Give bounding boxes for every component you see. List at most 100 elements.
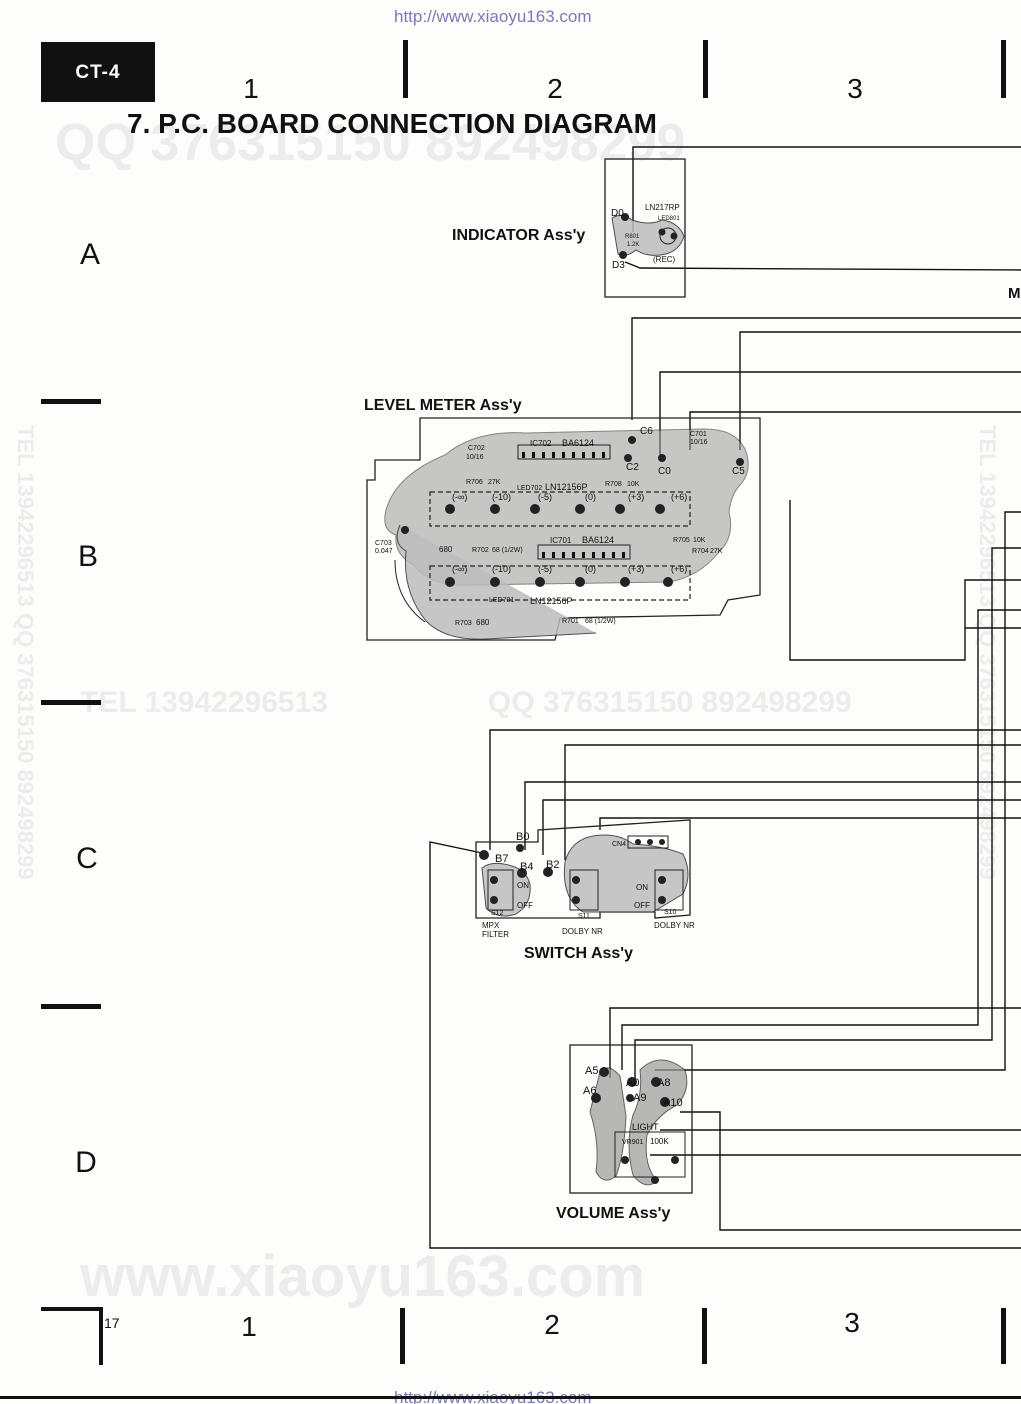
level-meter-scale-minus-inf-lower: (-∞) — [452, 564, 467, 574]
watermark-site: www.xiaoyu163.com — [79, 1244, 645, 1309]
level-meter-r704-value: 27K — [710, 548, 723, 555]
switch-pin-b4: B4 — [520, 861, 533, 873]
switch-assembly: SWITCH Ass'y B0 B7 B4 B2 CN4 ON OFF S12 … — [475, 819, 695, 962]
switch-connector-cn4: CN4 — [612, 841, 626, 848]
switch-s10-on: ON — [636, 883, 648, 892]
volume-pin-a5: A5 — [585, 1065, 598, 1077]
level-meter-assembly: LEVEL METER Ass'y C6 C2 C0 C5 C701 10/16… — [364, 397, 761, 641]
switch-s12-ref: S12 — [491, 910, 504, 917]
switch-s11-ref: S11 — [578, 913, 590, 920]
level-meter-ic701-part: BA6124 — [582, 535, 614, 545]
indicator-pin-d0: D0 — [611, 208, 624, 219]
level-meter-scale-0-upper: (0) — [585, 492, 596, 502]
level-meter-r708-ref: R708 — [605, 481, 622, 488]
indicator-resistor-value: 1.2K — [627, 242, 639, 248]
level-meter-pin-c6: C6 — [640, 426, 653, 437]
watermark-tel-mid: TEL 13942296513 — [80, 686, 328, 719]
indicator-led-part: LN217RP — [645, 203, 680, 212]
right-edge-label: M — [1008, 285, 1021, 302]
level-meter-scale-minus-10-upper: (-10) — [492, 492, 511, 502]
level-meter-r701-ref: R701 — [562, 618, 579, 625]
volume-board-outline — [569, 1044, 693, 1194]
switch-s10-dolby-nr: DOLBY NR — [654, 921, 695, 930]
level-meter-scale-plus-6-upper: (+6) — [671, 492, 687, 502]
level-meter-led701-ref: LED701 — [489, 597, 514, 604]
model-tag: CT-4 — [75, 62, 120, 83]
level-meter-scale-plus-3-upper: (+3) — [628, 492, 644, 502]
volume-pin-a6: A6 — [583, 1085, 596, 1097]
level-meter-r703-ref: R703 — [455, 620, 472, 627]
level-meter-r705-value: 10K — [693, 537, 706, 544]
level-meter-r702-ref: R702 — [472, 547, 489, 554]
watermarks: QQ 376315150 892498299 TEL 13942296513 Q… — [13, 114, 1000, 1309]
volume-pin-a10: A10 — [663, 1097, 683, 1109]
indicator-pin-d3: D3 — [612, 260, 625, 271]
watermark-qq-top: QQ 376315150 892498299 — [55, 114, 685, 172]
volume-assembly: VOLUME Ass'y A5 A6 A0 A8 A9 A10 LIGHT VR… — [556, 1044, 693, 1222]
level-meter-scale-minus-inf-upper: (-∞) — [452, 492, 467, 502]
level-meter-c701-ref: C701 — [690, 431, 707, 438]
level-meter-c702-ref: C702 — [468, 445, 485, 452]
column-label-3-top: 3 — [847, 73, 863, 104]
level-meter-title: LEVEL METER Ass'y — [364, 397, 522, 414]
ic701-outline — [537, 544, 631, 560]
level-meter-r706-value: 27K — [488, 479, 501, 486]
level-meter-scale-plus-3-lower: (+3) — [628, 564, 644, 574]
volume-title: VOLUME Ass'y — [556, 1205, 670, 1222]
row-markers: A B C D — [41, 238, 101, 1179]
watermark-side-left: TEL 13942296513 QQ 376315150 892498299 — [13, 425, 38, 880]
indicator-led-ref: LED801 — [658, 216, 680, 222]
indicator-assembly: INDICATOR Ass'y D0 D3 LN217RP LED801 R80… — [452, 158, 686, 298]
level-meter-c702-value: 10/16 — [466, 454, 484, 461]
column-label-1-bottom: 1 — [241, 1311, 257, 1342]
level-meter-c701-value: 10/16 — [690, 439, 708, 446]
row-label-d: D — [75, 1146, 97, 1179]
indicator-resistor-ref: R801 — [625, 234, 640, 240]
level-meter-ic702-part: BA6124 — [562, 438, 594, 448]
switch-s12-off: OFF — [517, 901, 533, 910]
switch-filter-label: FILTER — [482, 930, 509, 939]
model-tag-box — [41, 42, 155, 102]
wiring-harness — [429, 146, 1021, 1249]
top-grid-markers: 1 2 3 — [243, 40, 1006, 104]
level-meter-r702-value: 68 (1/2W) — [492, 547, 523, 554]
volume-light-label: LIGHT — [632, 1122, 659, 1132]
level-meter-scale-minus-5-upper: (-5) — [538, 492, 552, 502]
level-meter-r704-ref: R704 — [692, 548, 709, 555]
level-meter-ic701-ref: IC701 — [550, 536, 572, 545]
level-meter-r701-value: 68 (1/2W) — [585, 618, 616, 625]
volume-pin-a9: A9 — [633, 1092, 646, 1104]
level-meter-r708-value: 10K — [627, 481, 640, 488]
switch-s12-on: ON — [517, 881, 529, 890]
switch-pin-b7: B7 — [495, 853, 508, 865]
column-label-2-bottom: 2 — [544, 1309, 560, 1340]
switch-board-outline — [475, 819, 691, 919]
switch-title: SWITCH Ass'y — [524, 945, 633, 962]
bottom-grid-markers: 17 1 2 3 — [0, 1307, 1021, 1399]
row-label-a: A — [80, 238, 100, 271]
level-meter-pin-c5: C5 — [732, 466, 745, 477]
level-meter-pin-c2: C2 — [626, 462, 639, 473]
level-meter-ic702-ref: IC702 — [530, 439, 552, 448]
level-meter-scale-0-lower: (0) — [585, 564, 596, 574]
level-meter-pin-c0: C0 — [658, 466, 671, 477]
level-meter-led702-part: LN12156P — [545, 482, 588, 492]
ic702-outline — [517, 444, 611, 460]
switch-pin-b2: B2 — [546, 859, 559, 871]
volume-vr901-ref: VR901 — [622, 1139, 644, 1146]
watermark-qq-mid: QQ 376315150 892498299 — [488, 686, 852, 719]
row-label-c: C — [76, 842, 98, 875]
page-title: 7. P.C. BOARD CONNECTION DIAGRAM — [127, 108, 657, 139]
source-url-top: http://www.xiaoyu163.com — [394, 7, 591, 26]
switch-pin-b0: B0 — [516, 831, 529, 843]
column-label-2-top: 2 — [547, 73, 563, 104]
level-meter-r706-ref: R706 — [466, 479, 483, 486]
indicator-rec-label: (REC) — [653, 255, 676, 264]
volume-pin-a8: A8 — [657, 1077, 670, 1089]
switch-mpx-label: MPX — [482, 921, 500, 930]
indicator-board-outline — [604, 158, 686, 298]
level-meter-scale-minus-10-lower: (-10) — [492, 564, 511, 574]
page-number: 17 — [104, 1315, 120, 1331]
